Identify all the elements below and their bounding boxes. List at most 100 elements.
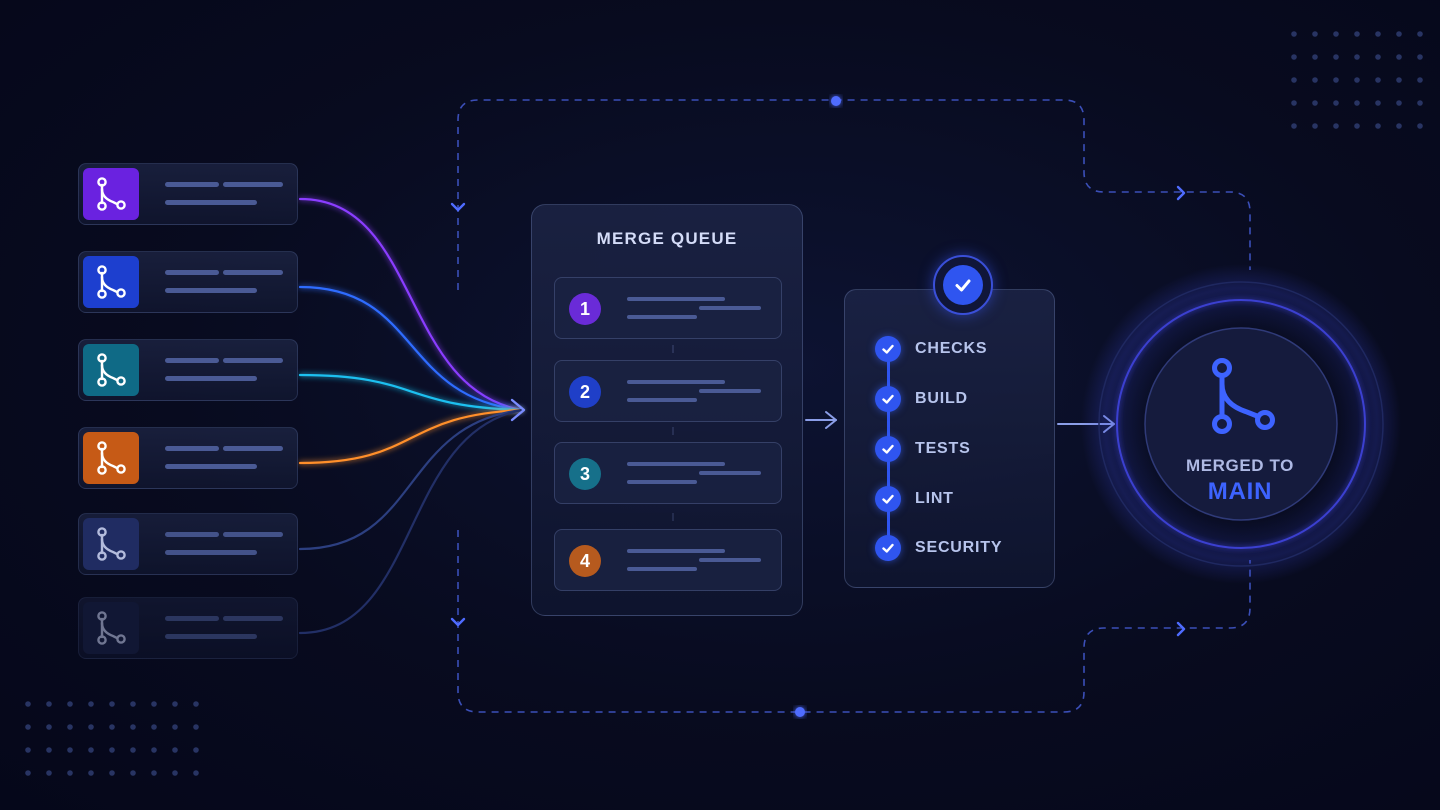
loop-dot-bottom	[795, 707, 805, 717]
grid-dot	[88, 770, 94, 776]
grid-dot	[1291, 123, 1297, 129]
check-icon	[875, 436, 901, 462]
queue-position-badge: 4	[569, 545, 601, 577]
pull-request-card[interactable]	[78, 427, 298, 489]
grid-dot	[1417, 100, 1423, 106]
check-label: SECURITY	[915, 539, 1003, 556]
placeholder-line	[627, 462, 725, 466]
placeholder-line	[223, 270, 283, 275]
queue-item[interactable]: 4	[554, 529, 782, 591]
git-merge-icon	[83, 432, 139, 484]
git-merge-icon	[83, 602, 139, 654]
queue-position-badge: 1	[569, 293, 601, 325]
placeholder-line	[165, 270, 219, 275]
placeholder-line	[699, 558, 761, 562]
queue-item[interactable]: 2	[554, 360, 782, 422]
pull-request-card[interactable]	[78, 513, 298, 575]
grid-dot	[1333, 54, 1339, 60]
check-item: BUILD	[875, 386, 968, 412]
placeholder-line	[627, 398, 697, 402]
grid-dot	[1291, 31, 1297, 37]
grid-dot	[151, 770, 157, 776]
dot-grid-top-right	[1291, 31, 1423, 129]
placeholder-line	[165, 288, 257, 293]
grid-dot	[151, 724, 157, 730]
grid-dot	[1291, 100, 1297, 106]
grid-dot	[151, 701, 157, 707]
queue-position-badge: 2	[569, 376, 601, 408]
grid-dot	[109, 701, 115, 707]
placeholder-line	[627, 297, 725, 301]
dashed-loop	[457, 99, 1251, 713]
merge-queue-title: MERGE QUEUE	[596, 229, 738, 248]
git-merge-icon	[83, 256, 139, 308]
check-item: CHECKS	[875, 336, 987, 362]
grid-dot	[46, 701, 52, 707]
placeholder-line	[699, 306, 761, 310]
merged-rings	[1081, 264, 1401, 584]
grid-dot	[1312, 54, 1318, 60]
grid-dot	[67, 747, 73, 753]
check-icon	[875, 486, 901, 512]
placeholder-line	[627, 380, 725, 384]
placeholder-line	[627, 567, 697, 571]
placeholder-line	[165, 358, 219, 363]
placeholder-line	[165, 182, 219, 187]
git-merge-icon	[83, 168, 139, 220]
check-label: TESTS	[915, 440, 971, 457]
pull-request-card[interactable]	[78, 339, 298, 401]
queue-item[interactable]: 3	[554, 442, 782, 504]
merge-queue-panel: MERGE QUEUE 1 2 3 4	[531, 204, 803, 616]
grid-dot	[109, 770, 115, 776]
check-icon	[875, 336, 901, 362]
grid-dot	[193, 701, 199, 707]
git-merge-icon	[83, 518, 139, 570]
grid-dot	[1312, 31, 1318, 37]
grid-dot	[193, 747, 199, 753]
grid-dot	[46, 724, 52, 730]
grid-dot	[1396, 54, 1402, 60]
grid-dot	[1375, 31, 1381, 37]
grid-dot	[1417, 123, 1423, 129]
pr-connector-line	[298, 408, 524, 465]
grid-dot	[1375, 77, 1381, 83]
merge-arrowhead	[510, 398, 526, 422]
grid-dot	[130, 747, 136, 753]
grid-dot	[1417, 31, 1423, 37]
grid-dot	[130, 770, 136, 776]
queue-item[interactable]: 1	[554, 277, 782, 339]
merged-to-label: MERGED TO	[1185, 456, 1295, 475]
check-icon	[875, 535, 901, 561]
grid-dot	[130, 701, 136, 707]
pull-request-card[interactable]	[78, 251, 298, 313]
placeholder-line	[165, 550, 257, 555]
check-item: LINT	[875, 486, 954, 512]
grid-dot	[1333, 123, 1339, 129]
check-icon	[875, 386, 901, 412]
grid-dot	[25, 770, 31, 776]
grid-dot	[1333, 100, 1339, 106]
grid-dot	[25, 701, 31, 707]
git-merge-icon	[1209, 358, 1279, 439]
grid-dot	[172, 770, 178, 776]
pull-request-card[interactable]	[78, 163, 298, 225]
grid-dot	[172, 701, 178, 707]
pull-request-card[interactable]	[78, 597, 298, 659]
placeholder-line	[165, 616, 219, 621]
placeholder-line	[165, 200, 257, 205]
check-label: CHECKS	[915, 340, 988, 357]
grid-dot	[88, 724, 94, 730]
pr-connector-line	[298, 285, 524, 412]
grid-dot	[193, 770, 199, 776]
grid-dot	[1375, 100, 1381, 106]
placeholder-line	[165, 532, 219, 537]
grid-dot	[1354, 77, 1360, 83]
checks-passed-badge	[933, 255, 993, 315]
git-merge-icon	[83, 344, 139, 396]
check-item: TESTS	[875, 436, 971, 462]
grid-dot	[1375, 123, 1381, 129]
merged-target	[1145, 328, 1337, 520]
grid-dot	[109, 747, 115, 753]
grid-dot	[1291, 77, 1297, 83]
